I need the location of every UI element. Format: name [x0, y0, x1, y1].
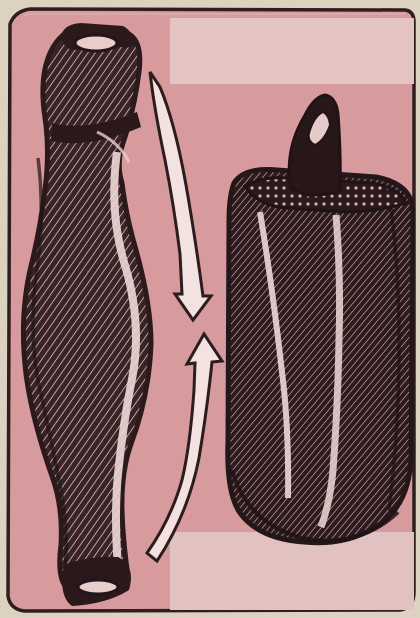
pale-panel-top: [170, 18, 414, 84]
bottom-handle-opening: [78, 580, 118, 594]
pale-panel-bottom: [170, 532, 414, 610]
top-handle-opening: [75, 35, 117, 51]
